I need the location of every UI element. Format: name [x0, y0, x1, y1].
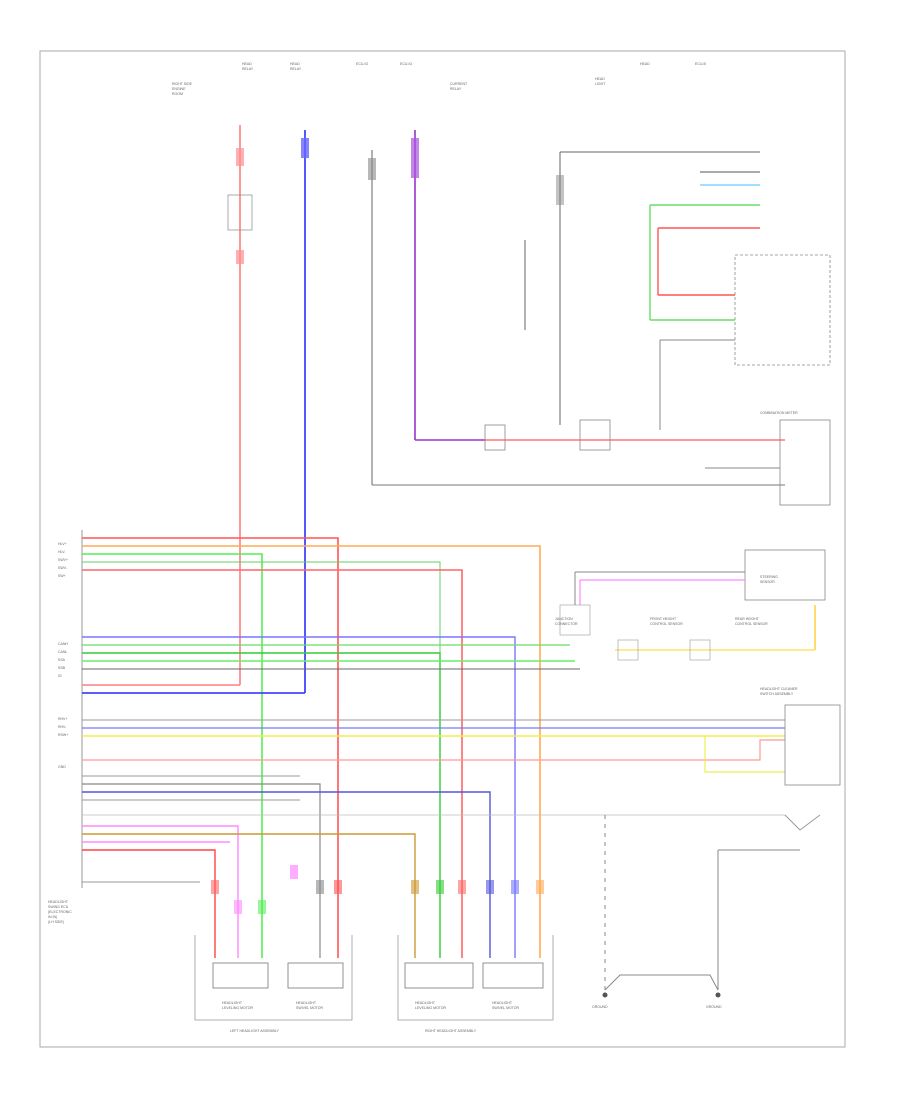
- ground-left-label: GROUND: [592, 1005, 608, 1009]
- svg-text:IG: IG: [58, 674, 62, 678]
- svg-text:IN IN): IN IN): [48, 915, 57, 919]
- svg-text:SENSOR: SENSOR: [760, 580, 775, 584]
- combination-meter-label: COMBINATION METER: [760, 411, 798, 415]
- svg-text:RHV+: RHV+: [58, 717, 67, 721]
- harness-horizontal-wires: [82, 537, 785, 958]
- svg-text:CONNECTOR: CONNECTOR: [555, 622, 578, 626]
- svg-text:RELAY: RELAY: [450, 87, 462, 91]
- svg-text:SWIVEL MOTOR: SWIVEL MOTOR: [296, 1006, 324, 1010]
- joint-connector-label: JUNCTION: [555, 617, 573, 621]
- svg-text:SWITCH ASSEMBLY: SWITCH ASSEMBLY: [760, 692, 794, 696]
- svg-text:HEADLIGHT: HEADLIGHT: [222, 1001, 243, 1005]
- vertical-purple-wire: [411, 130, 485, 441]
- steering-sensor-label: STEERING: [760, 575, 778, 579]
- steering-sensor: STEERING SENSOR: [574, 549, 826, 650]
- right-headlight-motor-2: HEADLIGHT SWIVEL MOTOR: [482, 962, 544, 1010]
- relay-box: [227, 194, 253, 231]
- svg-text:ROOM: ROOM: [172, 92, 183, 96]
- svg-text:HEAD: HEAD: [290, 62, 300, 66]
- svg-text:(LH SIDE): (LH SIDE): [48, 920, 64, 924]
- svg-text:SW+: SW+: [58, 574, 66, 578]
- svg-text:HEADLIGHT: HEADLIGHT: [296, 1001, 317, 1005]
- right-headlight-motor-1: HEADLIGHT LEVELING MOTOR: [404, 962, 474, 1010]
- lower-right-grounds: GROUND GROUND: [592, 815, 800, 1009]
- svg-text:ECU-B: ECU-B: [695, 62, 707, 66]
- lhs-ecu-label: HEADLIGHT: [48, 900, 69, 904]
- svg-text:CANH: CANH: [58, 642, 68, 646]
- height-sensors: FRONT HEIGHT CONTROL SENSOR REAR HEIGHT …: [615, 617, 815, 661]
- svg-text:HEADLIGHT: HEADLIGHT: [415, 1001, 436, 1005]
- diagram-frame: [39, 50, 846, 1048]
- svg-text:SWIVEL MOTOR: SWIVEL MOTOR: [492, 1006, 520, 1010]
- svg-text:SWV+: SWV+: [58, 558, 68, 562]
- vertical-red-wire: [227, 125, 253, 685]
- right-headlight-assembly-label: RIGHT HEADLIGHT ASSEMBLY: [425, 1029, 477, 1033]
- pin-marks: [211, 865, 544, 914]
- svg-text:HEAD: HEAD: [242, 62, 252, 66]
- left-headlight-assembly-label: LEFT HEADLIGHT ASSEMBLY: [230, 1029, 279, 1033]
- svg-text:HEAD: HEAD: [640, 62, 650, 66]
- svg-text:RELAY: RELAY: [242, 67, 254, 71]
- headlight-assembly-brackets: LEFT HEADLIGHT ASSEMBLY RIGHT HEADLIGHT …: [194, 935, 554, 1033]
- left-headlight-motor-1: HEADLIGHT LEVELING MOTOR: [212, 962, 269, 1010]
- svg-text:HLV+: HLV+: [58, 542, 67, 546]
- svg-text:CONTROL SENSOR: CONTROL SENSOR: [650, 622, 683, 626]
- svg-text:ECU-IG: ECU-IG: [356, 62, 369, 66]
- svg-text:CANL: CANL: [58, 650, 67, 654]
- svg-text:LEVELING MOTOR: LEVELING MOTOR: [222, 1006, 254, 1010]
- top-right-connectors: [649, 171, 831, 430]
- svg-text:HEADLIGHT: HEADLIGHT: [492, 1001, 513, 1005]
- midline-connectors: COMBINATION METER: [484, 411, 831, 506]
- cleaner-switch-box: [734, 254, 831, 366]
- horizontal-gray-wire: [372, 151, 785, 486]
- svg-text:HEAD: HEAD: [595, 77, 605, 81]
- svg-text:CURRENT: CURRENT: [450, 82, 468, 86]
- svg-text:CONTROL SENSOR: CONTROL SENSOR: [735, 622, 768, 626]
- vertical-blue-wire: [301, 130, 309, 693]
- svg-text:LIGHT: LIGHT: [595, 82, 606, 86]
- svg-text:SWING ECU: SWING ECU: [48, 905, 69, 909]
- vertical-gray-wire: [368, 150, 376, 485]
- svg-text:RSW+: RSW+: [58, 733, 68, 737]
- svg-text:GND: GND: [58, 765, 66, 769]
- height-sensor-rear-label: REAR HEIGHT: [735, 617, 760, 621]
- combination-meter-box: [779, 419, 831, 506]
- right-lower-connector: HEADLIGHT CLEANER SWITCH ASSEMBLY: [760, 687, 841, 831]
- svg-text:RIGHT SIDE: RIGHT SIDE: [172, 82, 193, 86]
- svg-text:RELAY: RELAY: [290, 67, 302, 71]
- svg-text:(ELECTRONIC: (ELECTRONIC: [48, 910, 72, 914]
- svg-text:SSB: SSB: [58, 666, 66, 670]
- svg-text:LEVELING MOTOR: LEVELING MOTOR: [415, 1006, 447, 1010]
- svg-text:RHV-: RHV-: [58, 725, 67, 729]
- svg-text:SSA: SSA: [58, 658, 66, 662]
- ground-right-label: GROUND: [706, 1005, 722, 1009]
- height-sensor-front-label: FRONT HEIGHT: [650, 617, 677, 621]
- svg-text:SWV-: SWV-: [58, 566, 68, 570]
- svg-text:ENGINE: ENGINE: [172, 87, 186, 91]
- svg-text:ECU-IG: ECU-IG: [400, 62, 413, 66]
- cleaner-switch-label: HEADLIGHT CLEANER: [760, 687, 798, 691]
- joint-connectors: JUNCTION CONNECTOR: [555, 604, 591, 636]
- svg-text:HLV-: HLV-: [58, 550, 66, 554]
- left-headlight-motor-2: HEADLIGHT SWIVEL MOTOR: [287, 962, 344, 1010]
